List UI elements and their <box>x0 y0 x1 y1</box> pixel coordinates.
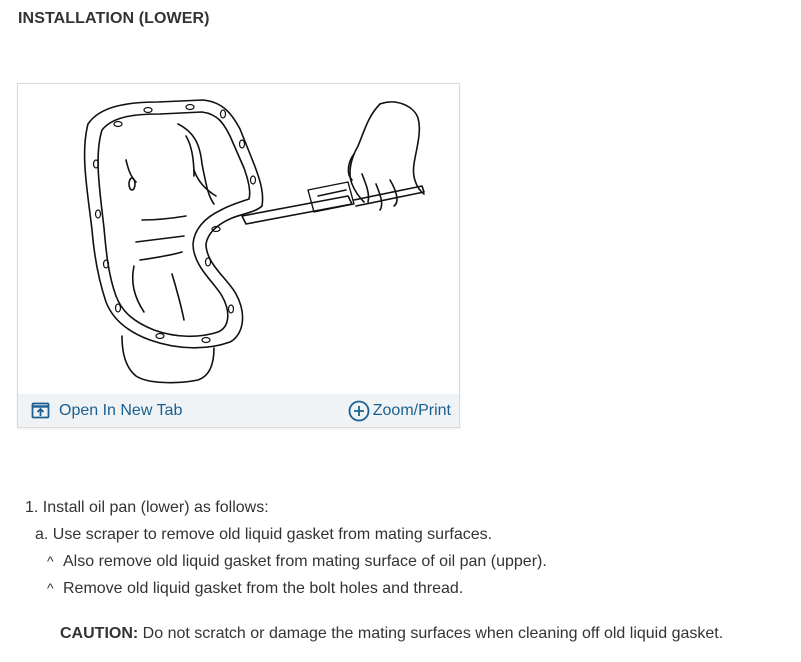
section-heading: INSTALLATION (LOWER) <box>18 10 210 27</box>
figure-toolbar: Open In New Tab Zoom/Print <box>18 394 459 427</box>
caution-note: CAUTION: Do not scratch or damage the ma… <box>60 625 723 643</box>
zoom-plus-icon <box>348 400 370 421</box>
figure-card: Open In New Tab Zoom/Print <box>17 83 460 428</box>
bullet-item: ^ Remove old liquid gasket from the bolt… <box>25 575 547 602</box>
bullet-caret: ^ <box>47 553 54 569</box>
bullet-caret: ^ <box>47 580 54 596</box>
bullet-text: Remove old liquid gasket from the bolt h… <box>63 580 464 597</box>
bullet-text: Also remove old liquid gasket from matin… <box>63 553 547 570</box>
oil-pan-scraper-illustration[interactable] <box>18 84 459 392</box>
open-in-new-tab-icon <box>31 402 50 418</box>
caution-label: CAUTION: <box>60 625 139 642</box>
step-1: 1. Install oil pan (lower) as follows: <box>25 499 269 516</box>
zoom-print-link[interactable]: Zoom/Print <box>348 400 451 422</box>
open-in-new-tab-label: Open In New Tab <box>59 401 183 419</box>
step-a: a. Use scraper to remove old liquid gask… <box>35 526 493 543</box>
zoom-print-label: Zoom/Print <box>372 401 451 419</box>
open-in-new-tab-link[interactable]: Open In New Tab <box>31 402 182 420</box>
bullet-item: ^ Also remove old liquid gasket from mat… <box>25 548 547 575</box>
procedure-steps: 1. Install oil pan (lower) as follows: a… <box>25 494 547 602</box>
caution-text: Do not scratch or damage the mating surf… <box>138 625 724 642</box>
